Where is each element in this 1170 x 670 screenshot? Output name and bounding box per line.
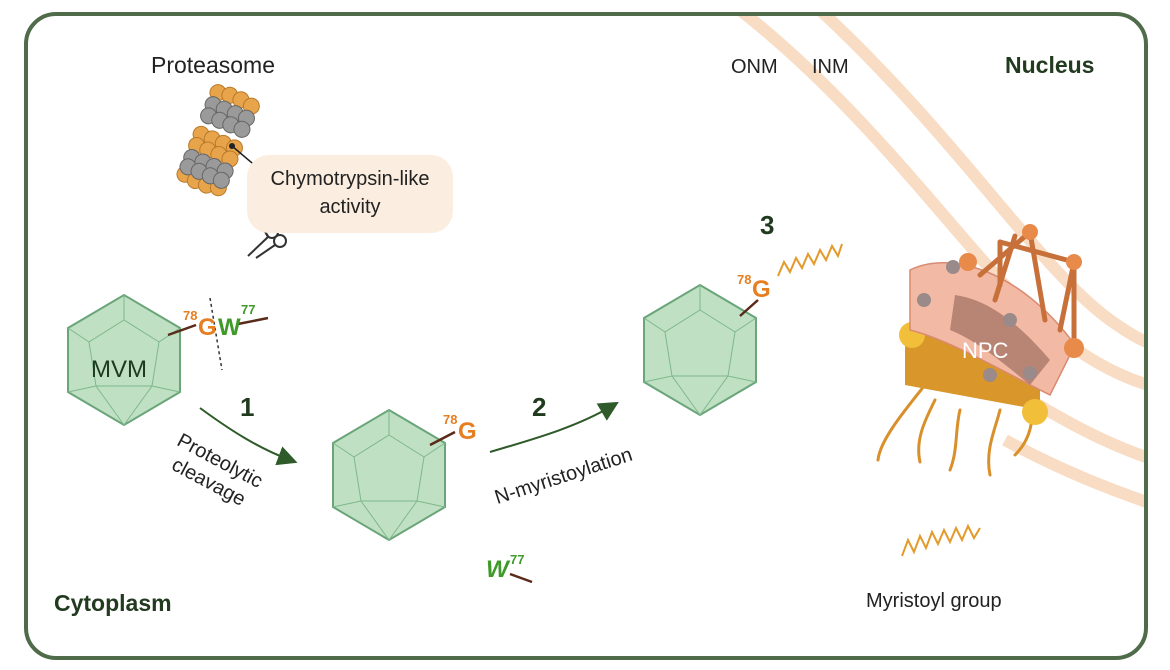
w77-letter-released: W <box>486 556 509 583</box>
w77-number-1: 77 <box>241 302 256 317</box>
step2-number: 2 <box>532 392 547 422</box>
inm-label: INM <box>812 56 849 78</box>
cleaved-capsid-icon <box>332 408 446 542</box>
outer-nuclear-membrane-lower <box>1002 434 1146 516</box>
cleaved-tail <box>429 430 456 447</box>
w77-number-released: 77 <box>510 552 525 567</box>
cytoplasm-label: Cytoplasm <box>54 590 172 616</box>
step1-number: 1 <box>240 392 255 422</box>
myristoylated-tail <box>739 299 759 317</box>
nucleus-label: Nucleus <box>1005 52 1095 78</box>
npc-label: NPC <box>962 338 1009 363</box>
onm-label: ONM <box>731 56 778 78</box>
mvm-tail <box>167 323 197 337</box>
g78-letter-2: G <box>458 418 477 445</box>
legend-myristoyl-icon <box>901 523 981 557</box>
step1-arrow <box>199 407 298 466</box>
g78-letter-3: G <box>752 276 771 303</box>
mvm-capsid-icon <box>67 293 181 427</box>
g78-number-1: 78 <box>183 308 198 323</box>
inner-nuclear-membrane <box>815 14 1146 356</box>
proteasome-title: Proteasome <box>151 52 276 78</box>
step3-number: 3 <box>760 210 775 240</box>
g78-number-2: 78 <box>443 412 458 427</box>
proteasome-icon <box>176 84 260 197</box>
npc-icon <box>876 224 1084 477</box>
activity-line-2: activity <box>319 196 381 218</box>
cell-frame <box>24 12 1148 660</box>
cleavage-line <box>209 297 223 371</box>
step2-arrow <box>489 401 619 453</box>
g78-number-3: 78 <box>737 272 752 287</box>
inner-nuclear-membrane-lower <box>1026 394 1146 471</box>
g78-letter-1: G <box>198 314 217 341</box>
mvm-label: MVM <box>91 356 147 383</box>
myristoylated-capsid-icon <box>643 283 757 417</box>
w77-letter-1: W <box>218 314 241 341</box>
mvm-tail-end <box>237 316 269 326</box>
myristoyl-legend-label: Myristoyl group <box>866 590 1002 612</box>
chymotrypsin-activity-bubble: Chymotrypsin-like activity <box>247 155 453 233</box>
released-w-tail <box>509 572 533 584</box>
myristoyl-chain-icon <box>777 243 843 277</box>
activity-line-1: Chymotrypsin-like <box>270 168 430 190</box>
